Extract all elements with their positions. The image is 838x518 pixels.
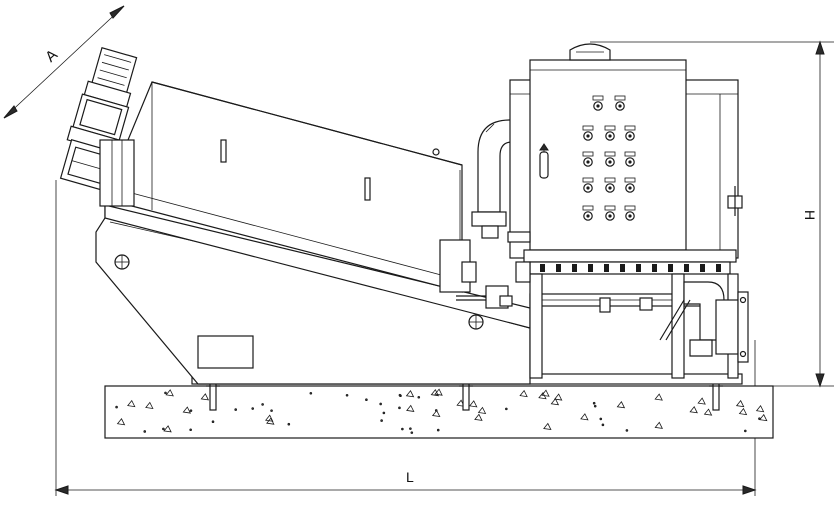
panel-button	[582, 151, 594, 167]
panel-button	[604, 205, 616, 221]
concrete-base	[104, 385, 774, 439]
panel-button	[624, 125, 636, 141]
panel-button	[582, 125, 594, 141]
panel-button	[592, 95, 604, 111]
panel-button	[624, 177, 636, 193]
drive-motor	[59, 47, 138, 207]
panel-button	[604, 125, 616, 141]
piping-assembly	[456, 231, 749, 379]
machine-frame	[95, 203, 743, 385]
sight-window-2	[364, 177, 371, 201]
lifting-hole-right	[468, 314, 484, 330]
screw-housing	[127, 81, 477, 293]
control-cabinet	[509, 43, 743, 275]
control-panel-buttons	[582, 95, 636, 221]
dimension-a-label: A	[42, 46, 61, 65]
dimension-l-label: L	[406, 469, 414, 485]
sight-window-1	[220, 139, 227, 163]
panel-button	[604, 177, 616, 193]
panel-button	[624, 151, 636, 167]
panel-button	[624, 205, 636, 221]
concrete-speckles	[115, 388, 768, 434]
panel-button	[582, 177, 594, 193]
name-plate	[197, 335, 254, 369]
valve-4	[639, 297, 653, 311]
panel-button	[582, 205, 594, 221]
lifting-hole-left	[114, 254, 130, 270]
panel-button	[614, 95, 626, 111]
valve-2	[499, 295, 513, 307]
panel-button	[604, 151, 616, 167]
valve-3	[599, 297, 611, 313]
dimension-h: H	[590, 40, 834, 388]
dimension-h-label: H	[802, 210, 818, 220]
